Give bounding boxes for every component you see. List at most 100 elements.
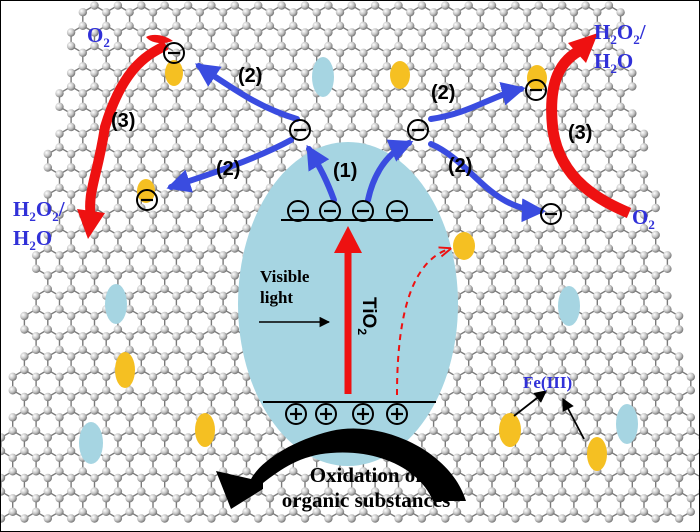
graphene-atom	[1, 446, 6, 456]
graphene-atom	[125, 386, 134, 395]
graphene-atom	[382, 62, 391, 71]
graphene-atom	[593, 62, 602, 71]
graphene-atom	[160, 514, 169, 523]
graphene-atom	[137, 433, 146, 442]
graphene-atom	[137, 325, 146, 334]
graphene-atom	[593, 143, 602, 152]
graphene-atom	[663, 494, 672, 503]
graphene-atom	[534, 365, 543, 375]
graphene-atom	[476, 129, 485, 138]
graphene-atom	[359, 21, 368, 30]
graphene-atom	[172, 372, 181, 381]
graphene-atom	[651, 311, 660, 321]
graphene-atom	[511, 311, 520, 321]
graphene-atom	[125, 305, 134, 314]
graphene-atom	[593, 8, 602, 17]
graphene-atom	[160, 230, 169, 240]
graphene-atom	[113, 446, 123, 456]
graphene-atom	[137, 365, 146, 375]
graphene-atom	[148, 453, 158, 462]
fe-dot	[453, 232, 475, 260]
graphene-atom	[347, 122, 356, 132]
graphene-atom	[499, 264, 508, 273]
graphene-atom	[522, 386, 532, 395]
graphene-atom	[382, 467, 391, 476]
graphene-atom	[616, 251, 625, 260]
graphene-atom	[499, 129, 508, 138]
graphene-atom	[522, 305, 532, 314]
graphene-atom	[698, 489, 699, 494]
graphene-atom	[569, 507, 579, 516]
graphene-atom	[207, 365, 216, 375]
graphene-atom	[172, 224, 181, 233]
blue-dots	[79, 57, 638, 464]
graphene-atom	[43, 365, 52, 375]
graphene-atom	[394, 514, 403, 523]
graphene-atom	[452, 143, 462, 152]
graphene-atom	[604, 392, 614, 402]
graphene-atom	[522, 345, 532, 354]
graphene-atom	[43, 244, 52, 253]
graphene-atom	[335, 8, 345, 17]
graphene-atom	[476, 453, 485, 462]
graphene-atom	[31, 264, 41, 273]
graphene-atom	[20, 406, 29, 415]
graphene-atom	[207, 406, 216, 415]
graphene-atom	[125, 453, 134, 462]
graphene-atom	[90, 41, 99, 51]
graphene-atom	[511, 244, 520, 253]
graphene-atom	[452, 89, 462, 98]
graphene-atom	[441, 163, 450, 172]
graphene-atom	[8, 494, 17, 503]
graphene-atom	[674, 392, 684, 402]
graphene-atom	[20, 487, 29, 496]
graphene-atom	[183, 271, 193, 280]
graphene-atom	[55, 453, 64, 462]
graphene-atom	[534, 109, 543, 118]
graphene-atom	[137, 149, 146, 159]
graphene-atom	[324, 28, 333, 37]
graphene-atom	[230, 365, 239, 375]
graphene-atom	[172, 426, 181, 435]
graphene-atom	[406, 8, 415, 17]
graphene-atom	[616, 143, 625, 152]
graphene-atom	[464, 190, 473, 199]
graphene-atom	[429, 21, 438, 30]
graphene-atom	[335, 129, 345, 138]
graphene-atom	[347, 473, 356, 483]
graphene-atom	[581, 392, 590, 402]
graphene-atom	[78, 8, 88, 17]
graphene-atom	[581, 284, 590, 294]
graphene-atom	[43, 446, 52, 456]
graphene-atom	[148, 386, 158, 395]
graphene-atom	[265, 48, 275, 57]
graphene-atom	[534, 284, 543, 294]
graphene-atom	[172, 264, 181, 273]
graphene-atom	[382, 129, 391, 138]
graphene-atom	[148, 413, 158, 422]
graphene-atom	[534, 352, 543, 361]
graphene-atom	[277, 514, 286, 523]
graphene-atom	[569, 332, 579, 341]
graphene-atom	[382, 507, 391, 516]
graphene-atom	[230, 392, 239, 402]
graphene-atom	[78, 467, 88, 476]
graphene-atom	[90, 230, 99, 240]
graphene-atom	[43, 433, 52, 442]
graphene-atom	[546, 494, 555, 503]
graphene-atom	[452, 345, 462, 354]
graphene-atom	[90, 109, 99, 118]
graphene-atom	[347, 109, 356, 118]
graphene-atom	[324, 122, 333, 132]
graphene-atom	[499, 210, 508, 219]
graphene-atom	[429, 507, 438, 516]
graphene-atom	[394, 28, 403, 37]
graphene-atom	[511, 473, 520, 483]
graphene-atom	[207, 487, 216, 496]
graphene-atom	[499, 143, 508, 152]
graphene-atom	[148, 426, 158, 435]
graphene-atom	[289, 467, 298, 476]
graphene-atom	[593, 264, 602, 273]
graphene-atom	[125, 426, 134, 435]
electron-icon	[136, 189, 158, 211]
